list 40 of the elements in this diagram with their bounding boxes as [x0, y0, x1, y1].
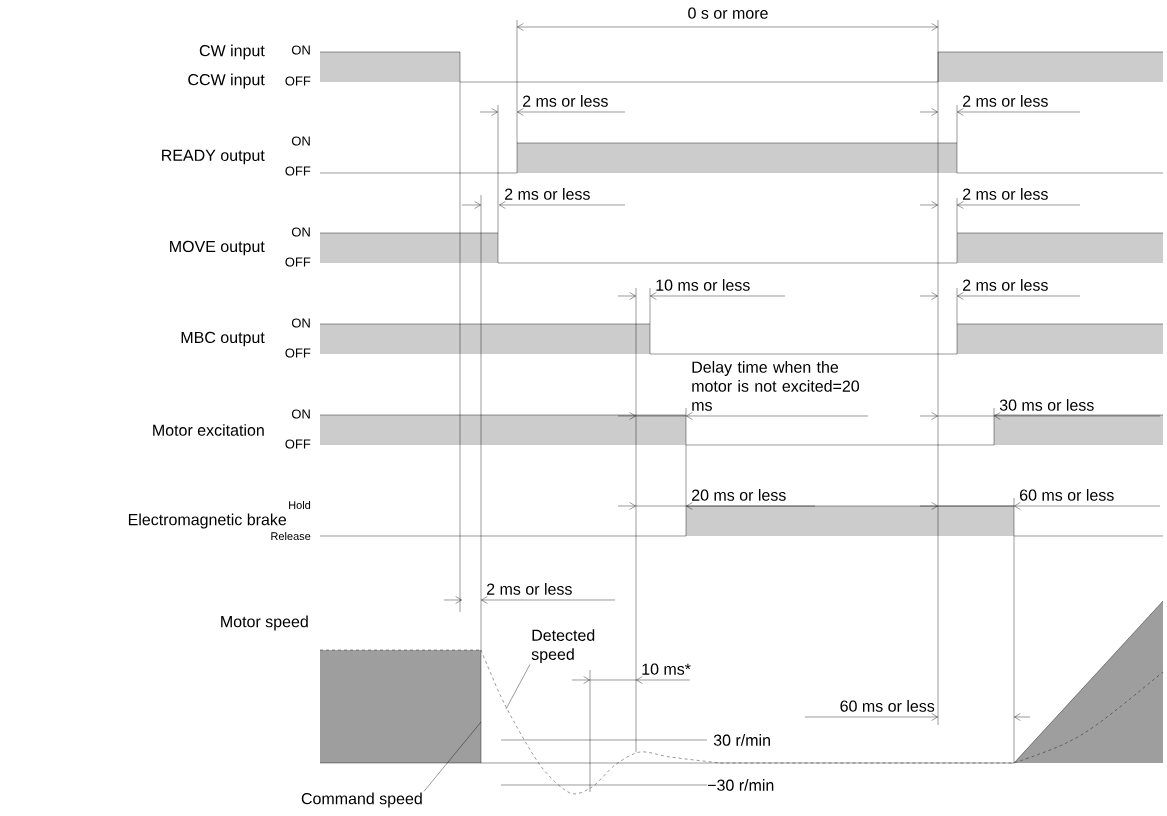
- timing-label: 2 ms or less: [487, 583, 572, 595]
- state-label: ON: [291, 409, 310, 419]
- timing-label: 2 ms or less: [963, 95, 1048, 107]
- timing-label: 60 ms or less: [1020, 489, 1114, 501]
- signal-label: CCW input: [188, 73, 265, 89]
- timing-label: 2 ms or less: [963, 188, 1048, 200]
- timing-label: 2 ms or less: [523, 95, 608, 107]
- state-label: ON: [291, 136, 310, 146]
- threshold-label: −30 r/min: [708, 779, 774, 791]
- note-text: Delay time when the motor is not excited=20 ms: [692, 361, 860, 411]
- threshold-label: 30 r/min: [713, 734, 770, 746]
- timing-label: 30 ms or less: [999, 399, 1094, 411]
- timing-label: 2 ms or less: [505, 188, 590, 200]
- state-label: ON: [291, 318, 310, 328]
- speed-label: Detected speed: [531, 629, 595, 664]
- state-label: OFF: [285, 76, 311, 86]
- leader-line: [505, 664, 531, 710]
- signal-label: MOVE output: [170, 240, 265, 256]
- timing-label: 10 ms*: [642, 663, 691, 675]
- timing-label: 0 s or more: [688, 7, 768, 19]
- signal-label: READY output: [162, 149, 265, 165]
- state-label: OFF: [285, 439, 311, 449]
- state-label: OFF: [285, 166, 311, 176]
- leader-line: [423, 721, 482, 792]
- timing-label: 2 ms or less: [963, 279, 1048, 291]
- state-label: OFF: [285, 348, 311, 358]
- signal-label: MBC output: [181, 331, 265, 347]
- state-label: Release: [271, 531, 311, 541]
- timing-label: 20 ms or less: [692, 489, 786, 501]
- speed-label: Command speed: [301, 792, 422, 808]
- signal-label: Motor speed: [221, 615, 308, 631]
- state-label: Hold: [289, 500, 311, 510]
- state-label: OFF: [285, 257, 311, 267]
- timing-label: 10 ms or less: [656, 279, 750, 291]
- state-label: ON: [291, 45, 310, 55]
- signal-label: Electromagnetic brake: [128, 513, 287, 529]
- state-label: ON: [291, 227, 310, 237]
- signal-label: CW input: [199, 44, 265, 60]
- signal-label: Motor excitation: [153, 424, 264, 436]
- timing-label: 60 ms or less: [840, 700, 935, 712]
